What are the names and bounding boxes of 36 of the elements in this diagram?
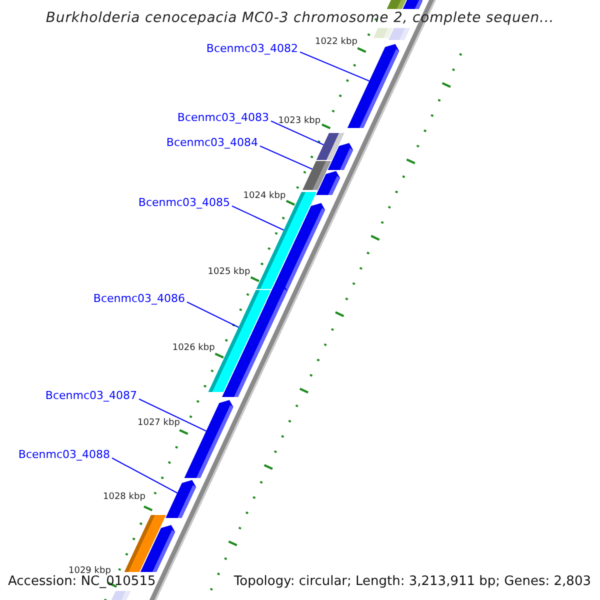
gene-glyph xyxy=(402,0,422,9)
gene-label: Bcenmc03_4088 xyxy=(18,448,110,462)
gene-label: Bcenmc03_4087 xyxy=(45,389,137,403)
feature-bar xyxy=(110,591,131,600)
gene-glyph xyxy=(184,400,234,478)
scale-label: 1028 kbp xyxy=(103,491,146,503)
leader-line xyxy=(260,146,312,170)
gene-glyph xyxy=(166,480,196,518)
gene-label: Bcenmc03_4082 xyxy=(206,42,298,56)
scale-label: 1027 kbp xyxy=(138,417,180,429)
leader-line xyxy=(112,458,178,494)
feature-bar xyxy=(388,28,410,40)
accession-text: Accession: NC_010515 xyxy=(8,574,156,590)
leader-line xyxy=(232,206,284,231)
scale-label: 1029 kbp xyxy=(68,565,111,576)
gene-label: Bcenmc03_4085 xyxy=(138,196,230,210)
diagram-title: Burkholderia cenocepacia MC0-3 chromosome 2, complete sequen... xyxy=(46,10,554,27)
leader-line xyxy=(138,398,206,432)
gene-label: Bcenmc03_4083 xyxy=(177,111,269,125)
leader-line xyxy=(270,120,324,146)
scale-label: 1024 kbp xyxy=(243,190,286,202)
feature-bar xyxy=(386,0,406,9)
scale-label: 1026 kbp xyxy=(172,342,215,354)
scale-label: 1023 kbp xyxy=(278,115,321,127)
gene-glyph xyxy=(140,525,176,572)
gene-glyph xyxy=(316,171,340,195)
leader-line xyxy=(300,52,370,82)
scale-label: 1022 kbp xyxy=(315,36,358,48)
scale-label: 1025 kbp xyxy=(208,266,250,278)
gene-label: Bcenmc03_4086 xyxy=(93,292,185,306)
leader-line xyxy=(186,302,239,328)
gene-glyph xyxy=(328,143,354,170)
feature-bar xyxy=(373,28,393,38)
gene-glyph xyxy=(347,44,400,128)
gene-label: Bcenmc03_4084 xyxy=(166,136,258,150)
summary-text: Topology: circular; Length: 3,213,911 bp; Genes: 2,803 xyxy=(234,574,591,590)
